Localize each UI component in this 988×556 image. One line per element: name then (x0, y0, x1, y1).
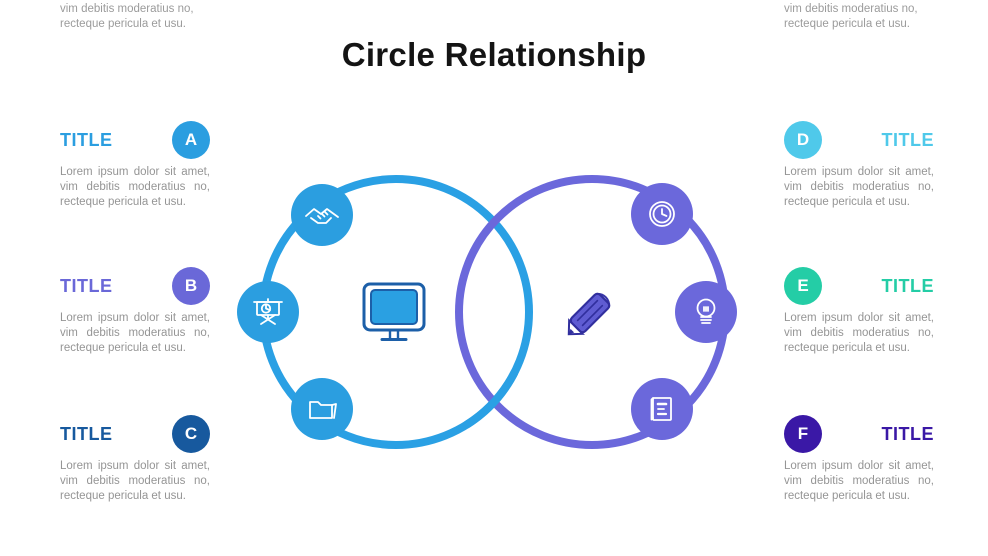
cropped-line: recteque pericula et usu. (60, 18, 186, 30)
handshake-badge (291, 184, 353, 246)
monitor-icon (362, 282, 426, 341)
pencil-icon (567, 292, 611, 336)
presentation-chart-icon (253, 298, 283, 325)
presentation-badge (237, 281, 299, 343)
letter-badge-b: B (172, 267, 210, 305)
body-text: Lorem ipsum dolor sit amet, vim debitis … (784, 460, 934, 502)
cropped-text-block-right: vim debitis moderatius no, recteque peri… (784, 2, 934, 32)
clock-icon (649, 201, 675, 227)
block-title: TITLE (881, 275, 934, 296)
page-title: Circle Relationship (341, 36, 647, 73)
text-block-d: D TITLE Lorem ipsum dolor sit amet, vim … (784, 121, 934, 210)
lightbulb-icon (696, 298, 716, 324)
text-block-e: E TITLE Lorem ipsum dolor sit amet, vim … (784, 267, 934, 356)
block-title: TITLE (881, 423, 934, 444)
letter-badge-e: E (784, 267, 822, 305)
block-title: TITLE (60, 129, 113, 150)
text-block-f: F TITLE Lorem ipsum dolor sit amet, vim … (784, 415, 934, 504)
badge-circle (675, 281, 737, 343)
letter-badge-d: D (784, 121, 822, 159)
book-icon (650, 397, 672, 421)
folder-icon (309, 401, 337, 419)
text-block-b: TITLE B Lorem ipsum dolor sit amet, vim … (60, 267, 210, 356)
handshake-icon (305, 208, 339, 224)
letter-badge-a: A (172, 121, 210, 159)
left-circle-overlap-arc (464, 370, 519, 429)
body-text: Lorem ipsum dolor sit amet, vim debitis … (784, 166, 934, 208)
text-block-a: TITLE A Lorem ipsum dolor sit amet, vim … (60, 121, 210, 210)
cropped-line: vim debitis moderatius no, (60, 3, 194, 15)
cropped-line: vim debitis moderatius no, (784, 3, 918, 15)
letter-badge-c: C (172, 415, 210, 453)
letter-badge-f: F (784, 415, 822, 453)
text-block-c: TITLE C Lorem ipsum dolor sit amet, vim … (60, 415, 210, 504)
book-badge (631, 378, 693, 440)
badge-circle (291, 378, 353, 440)
block-title: TITLE (60, 275, 113, 296)
folder-badge (291, 378, 353, 440)
cropped-line: recteque pericula et usu. (784, 18, 910, 30)
block-title: TITLE (60, 423, 113, 444)
body-text: Lorem ipsum dolor sit amet, vim debitis … (60, 166, 210, 208)
lightbulb-badge (675, 281, 737, 343)
block-title: TITLE (881, 129, 934, 150)
clock-badge (631, 183, 693, 245)
cropped-text-block-left: vim debitis moderatius no, recteque peri… (60, 2, 210, 32)
body-text: Lorem ipsum dolor sit amet, vim debitis … (60, 312, 210, 354)
body-text: Lorem ipsum dolor sit amet, vim debitis … (784, 312, 934, 354)
body-text: Lorem ipsum dolor sit amet, vim debitis … (60, 460, 210, 502)
